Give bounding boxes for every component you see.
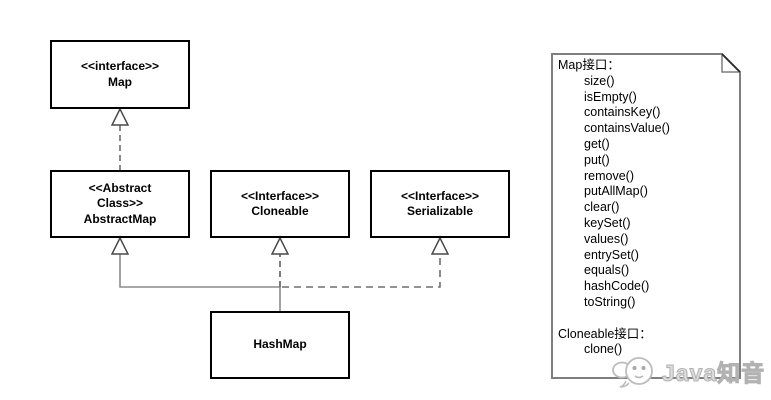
- watermark: Java知音: [610, 350, 765, 392]
- class-box-serializable: <<Interface>> Serializable: [370, 170, 510, 238]
- note-method: entrySet(): [584, 247, 639, 262]
- note-method: clone(): [584, 342, 623, 357]
- note-section-title-cloneable: Cloneable接口：: [558, 326, 652, 341]
- class-name: Cloneable: [251, 204, 309, 218]
- hollow-triangle-arrow-map: [110, 107, 130, 126]
- realization-line-hashmap-to-serializable: [282, 254, 441, 288]
- note-method: isEmpty(): [584, 89, 637, 104]
- note-border: [551, 53, 741, 379]
- stereotype-label: <<Abstract: [88, 180, 152, 195]
- class-name: AbstractMap: [83, 211, 157, 226]
- note-method: keySet(): [584, 215, 631, 230]
- note-fold-diagonal: [721, 53, 741, 73]
- note-method: toString(): [584, 294, 636, 309]
- note-method: putAllMap(): [584, 184, 648, 199]
- note-method: put(): [584, 152, 610, 167]
- class-name: Map: [108, 74, 132, 89]
- chat-bubble-face-icon: [612, 357, 653, 388]
- note-method: hashCode(): [584, 279, 650, 294]
- class-name: HashMap: [253, 337, 307, 352]
- note-method: size(): [584, 73, 615, 88]
- note-method: get(): [584, 136, 610, 151]
- note-method: remove(): [584, 168, 635, 183]
- class-box-hashmap: HashMap: [210, 311, 350, 379]
- stereotype-label: <<Interface>>: [400, 188, 480, 203]
- hollow-triangle-arrow-cloneable: [270, 236, 290, 255]
- stereotype-label: <<interface>>: [80, 59, 160, 73]
- note-method: values(): [584, 231, 629, 246]
- note-method: equals(): [584, 263, 630, 278]
- class-box-map: <<interface>> Map: [50, 40, 190, 109]
- note-section-title-map: Map接口：: [558, 58, 620, 72]
- note-body: Map接口： size() isEmpty() containsKey() co…: [558, 58, 736, 358]
- hollow-triangle-arrow-serializable: [430, 236, 450, 255]
- class-box-abstractmap: <<Abstract Class>> AbstractMap: [50, 170, 190, 238]
- stereotype-label: <<Interface>>: [240, 188, 320, 203]
- note-method: containsValue(): [584, 121, 670, 136]
- note-fold-lines: [721, 54, 740, 73]
- note-panel-outline: [551, 53, 741, 379]
- note-method: containsKey(): [584, 105, 661, 120]
- hollow-triangle-arrow-abstractmap: [110, 236, 130, 255]
- class-box-cloneable: <<Interface>> Cloneable: [210, 170, 350, 238]
- note-method: clear(): [584, 200, 620, 215]
- class-name: Serializable: [406, 204, 474, 218]
- stereotype-label: Class>>: [96, 196, 144, 211]
- watermark-text: Java知音: [661, 360, 766, 387]
- generalization-line-hashmap-to-abstractmap: [119, 254, 281, 311]
